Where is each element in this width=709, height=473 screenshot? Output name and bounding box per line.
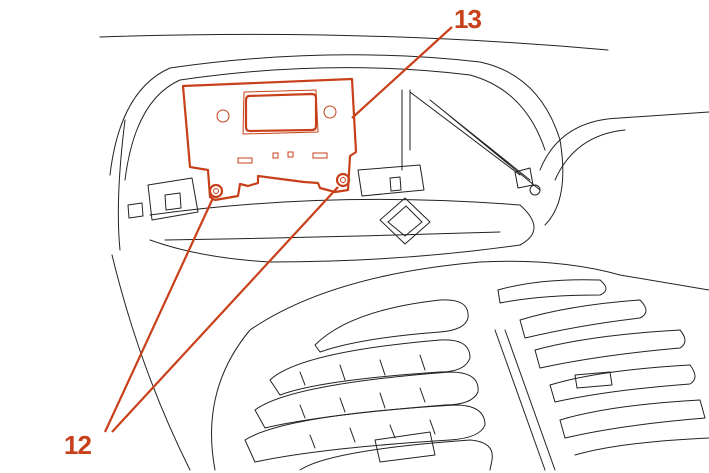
bracket-part-13 — [181, 77, 358, 202]
dash-shell-outer — [109, 54, 564, 226]
screw-12-right — [335, 172, 351, 188]
side-vents — [494, 279, 709, 471]
callout-13-label: 13 — [454, 4, 482, 34]
screw-12-left — [208, 183, 224, 199]
leader-13 — [351, 26, 453, 119]
callout-12-label: 12 — [64, 430, 92, 460]
windscreen-edge — [99, 33, 609, 51]
leader-12a — [104, 197, 214, 433]
center-vents — [244, 299, 493, 471]
leader-12b — [111, 186, 339, 433]
dash-shell-inner — [124, 67, 546, 181]
